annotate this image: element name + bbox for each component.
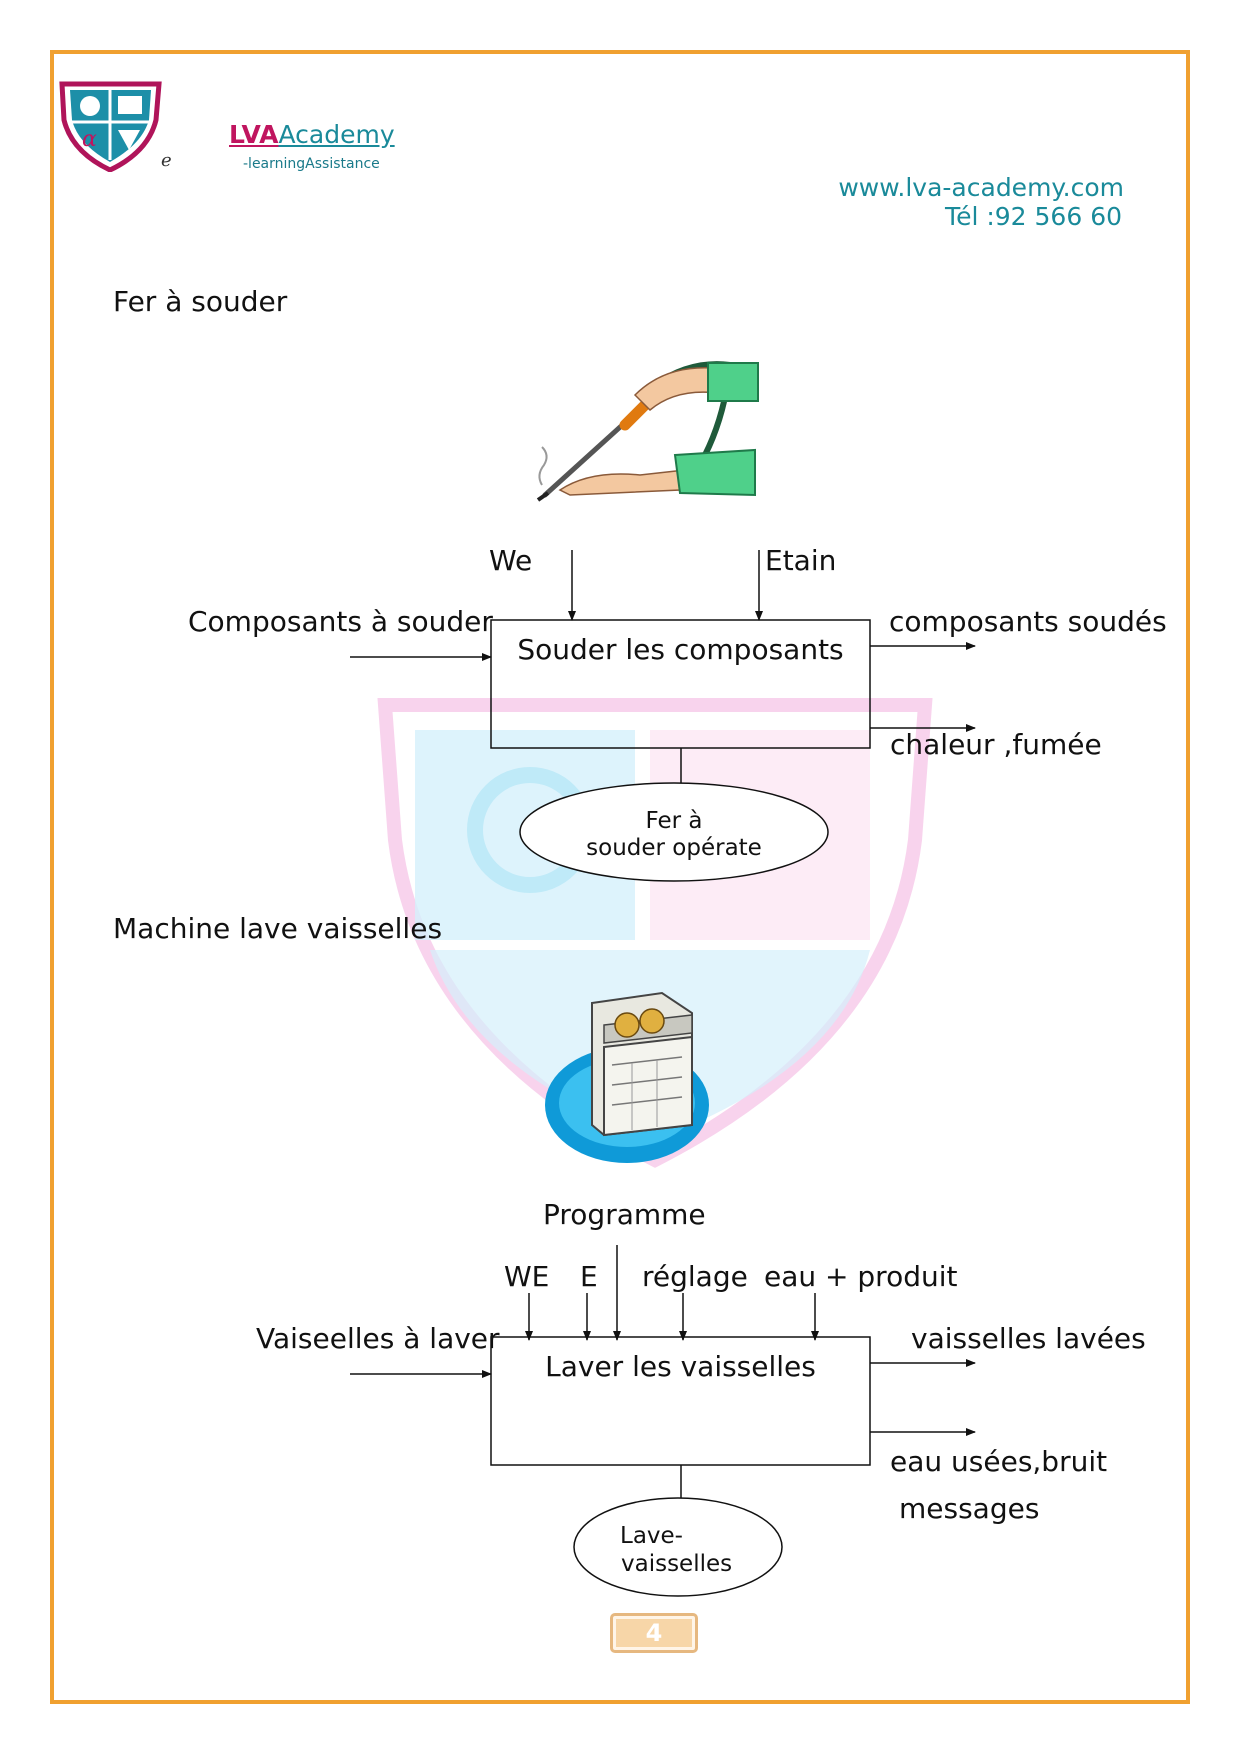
diagram2-control-eau-produit: eau + produit — [764, 1260, 958, 1293]
section-title-machine-lave-vaisselles: Machine lave vaisselles — [113, 912, 443, 945]
diagram2-support-line1: Lave- — [620, 1523, 683, 1549]
diagram1-control-we: We — [489, 544, 533, 577]
logo-e: e — [161, 150, 172, 171]
svg-text:α: α — [82, 127, 97, 152]
dishwasher-illustration — [545, 991, 709, 1163]
diagram1-function-box: Souder les composants — [517, 633, 844, 666]
logo-name: LVAAcademy — [229, 120, 395, 149]
diagram2-control-programme: Programme — [543, 1198, 706, 1231]
section-title-fer-a-souder: Fer à souder — [113, 285, 288, 318]
diagram2-support-line2: vaisselles — [621, 1551, 733, 1577]
website-link[interactable]: www.lva-academy.com — [838, 173, 1124, 202]
diagram2-control-we: WE — [504, 1260, 550, 1293]
diagram2-output-messages: messages — [899, 1492, 1040, 1525]
diagram2-control-e: E — [580, 1260, 598, 1293]
page-frame — [50, 50, 1190, 1704]
logo-tagline: -learningAssistance — [243, 156, 380, 172]
diagram1-support-line1: Fer à — [645, 808, 703, 834]
diagram1-control-etain: Etain — [765, 544, 837, 577]
lva-logo-icon: α — [59, 81, 162, 172]
diagram1-output-chaleur: chaleur ,fumée — [890, 728, 1102, 761]
diagram2-output-eau-usees: eau usées,bruit — [890, 1445, 1108, 1478]
logo-lva: LVA — [229, 120, 279, 149]
diagram2-control-reglage: réglage — [642, 1260, 748, 1293]
phone-number: Tél :92 566 60 — [945, 202, 1122, 231]
diagram1-output-composants: composants soudés — [889, 605, 1167, 638]
diagram1-input-label: Composants à souder — [188, 605, 493, 638]
diagram2-input-label: Vaiseelles à laver — [256, 1322, 500, 1355]
diagram1-support-line2: souder opérate — [586, 835, 762, 861]
soldering-iron-illustration — [536, 361, 759, 502]
page-number: 4 — [610, 1613, 698, 1653]
diagram2-function-box: Laver les vaisselles — [545, 1350, 816, 1383]
diagram2-output-vaisselles-lavees: vaisselles lavées — [911, 1322, 1146, 1355]
logo-academy: Academy — [278, 120, 395, 149]
